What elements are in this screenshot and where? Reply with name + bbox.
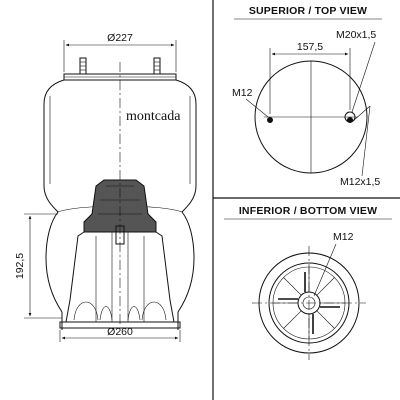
left-stud bbox=[79, 57, 87, 75]
bottom-thread-label: M12 bbox=[333, 231, 354, 243]
bellow-outline bbox=[43, 79, 65, 330]
top-view-title: SUPERIOR / TOP VIEW bbox=[249, 5, 367, 17]
bottom-diameter-label: Ø260 bbox=[107, 326, 133, 338]
brand-label: montcada bbox=[126, 109, 181, 124]
bottom-view-title: INFERIOR / BOTTOM VIEW bbox=[239, 205, 377, 217]
side-view: Ø227 192,5 bbox=[14, 32, 197, 342]
left-stud-hole bbox=[267, 117, 273, 123]
height-label: 192,5 bbox=[14, 253, 26, 279]
right-stud bbox=[153, 57, 161, 75]
left-stud-label: M12 bbox=[232, 87, 253, 99]
air-inlet-hole bbox=[344, 111, 356, 123]
bottom-view: INFERIOR / BOTTOM VIEW M12 bbox=[224, 205, 392, 360]
top-diameter-label: Ø227 bbox=[107, 32, 133, 44]
spacing-label: 157,5 bbox=[297, 41, 323, 53]
air-inlet-label: M20x1,5 bbox=[336, 29, 376, 41]
top-view: SUPERIOR / TOP VIEW 157,5 M20x1,5 M12 M1… bbox=[232, 5, 382, 188]
right-stud-label: M12x1,5 bbox=[340, 176, 380, 188]
